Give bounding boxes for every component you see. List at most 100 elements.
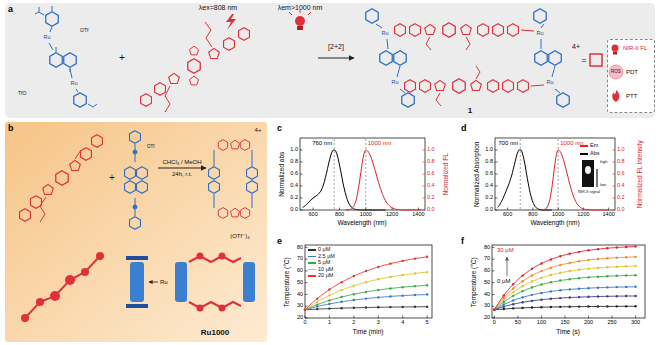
label-text: 0.2 xyxy=(485,195,493,201)
data-point xyxy=(616,295,618,297)
label-text: Ru xyxy=(43,35,50,41)
tick xyxy=(495,186,498,187)
data-point xyxy=(512,303,514,305)
data-point xyxy=(587,249,589,251)
label-text: 1200 xyxy=(577,212,589,218)
tick xyxy=(378,316,379,319)
data-point xyxy=(587,305,589,307)
data-point xyxy=(550,258,552,260)
label-text: Ru xyxy=(70,81,77,87)
data-point xyxy=(521,274,523,276)
legend-text: Em xyxy=(590,143,598,149)
node-text: PDT xyxy=(626,69,638,75)
label-text: Normalized Absorption xyxy=(475,141,482,206)
data-point xyxy=(559,264,561,266)
label-text: 0.2 xyxy=(290,195,298,201)
label-text: 40 xyxy=(297,292,303,298)
label-text: Time (s) xyxy=(556,329,580,336)
label-text: 0.6 xyxy=(485,171,493,177)
data-point xyxy=(587,259,589,261)
tick xyxy=(423,162,426,163)
ru1000-structure xyxy=(209,140,258,219)
label-text: 0.4 xyxy=(427,183,435,189)
tick xyxy=(305,316,306,319)
panel-ground xyxy=(5,3,655,118)
data-point xyxy=(531,268,533,270)
legend-text: 0 μM xyxy=(318,247,330,253)
data-point xyxy=(377,306,379,308)
legend-swatch xyxy=(308,249,316,250)
data-point xyxy=(426,256,428,258)
panel: aNIR-II FLROSPDTPTT xyxy=(5,3,655,118)
label-text: 1.0 xyxy=(427,147,435,153)
tick xyxy=(402,316,403,319)
label-text: 30 xyxy=(297,303,303,309)
data-point xyxy=(578,287,580,289)
data-point xyxy=(634,295,636,297)
tick xyxy=(300,198,303,199)
data-point xyxy=(540,283,542,285)
data-point xyxy=(550,266,552,268)
label-text: Ru xyxy=(381,31,388,37)
tick xyxy=(423,210,426,211)
tick xyxy=(613,210,616,211)
tick xyxy=(541,316,542,319)
data-point xyxy=(340,281,342,283)
label-text: 760 nm xyxy=(312,140,332,146)
data-point xyxy=(587,267,589,269)
data-point xyxy=(493,309,495,311)
data-curve xyxy=(305,272,427,310)
tick xyxy=(492,282,495,283)
data-point xyxy=(503,294,505,296)
data-point xyxy=(625,256,627,258)
label-text: Ru1000 xyxy=(201,329,229,337)
label-text: NIR-II signal xyxy=(578,190,600,194)
data-point xyxy=(503,308,505,310)
ru-dimer xyxy=(35,6,97,107)
label-text: 0.2 xyxy=(427,195,435,201)
data-point xyxy=(616,286,618,288)
data-point xyxy=(328,307,330,309)
data-point xyxy=(316,308,318,310)
data-point xyxy=(401,306,403,308)
label-text: 4+ xyxy=(255,127,262,133)
label-text: 70 xyxy=(297,256,303,262)
label-text: 0.0 xyxy=(485,207,493,213)
label-text: f xyxy=(461,237,464,246)
tick xyxy=(300,174,303,175)
reaction-arrow xyxy=(158,167,206,168)
label-text: 0.8 xyxy=(427,159,435,165)
data-point xyxy=(540,270,542,272)
data-point xyxy=(328,299,330,301)
label-text: OTf xyxy=(80,28,88,33)
tick xyxy=(612,316,613,319)
data-point xyxy=(606,295,608,297)
data-point xyxy=(634,286,636,288)
data-point xyxy=(316,301,318,303)
label-text: 0.6 xyxy=(290,171,298,177)
legend-swatch xyxy=(308,275,316,276)
label-text: 200 xyxy=(584,320,593,326)
label-text: 0.6 xyxy=(427,171,435,177)
panel: b xyxy=(5,122,267,342)
label-text: 50 xyxy=(297,280,303,286)
data-point xyxy=(512,299,514,301)
nir-inset xyxy=(582,160,598,187)
data-point xyxy=(401,294,403,296)
legend-swatch xyxy=(308,262,316,263)
label-text: 80 xyxy=(484,245,490,251)
macrocycle-linker xyxy=(395,23,544,106)
label-text: 1.0 xyxy=(485,147,493,153)
data-point xyxy=(414,285,416,287)
data-point xyxy=(559,255,561,257)
tick xyxy=(427,316,428,319)
data-curve xyxy=(303,150,386,210)
label-text: TfO xyxy=(18,91,26,96)
data-point xyxy=(512,295,514,297)
data-point xyxy=(521,280,523,282)
tick xyxy=(329,316,330,319)
data-point xyxy=(304,309,306,311)
data-point xyxy=(414,294,416,296)
data-point xyxy=(559,297,561,299)
tick xyxy=(492,294,495,295)
